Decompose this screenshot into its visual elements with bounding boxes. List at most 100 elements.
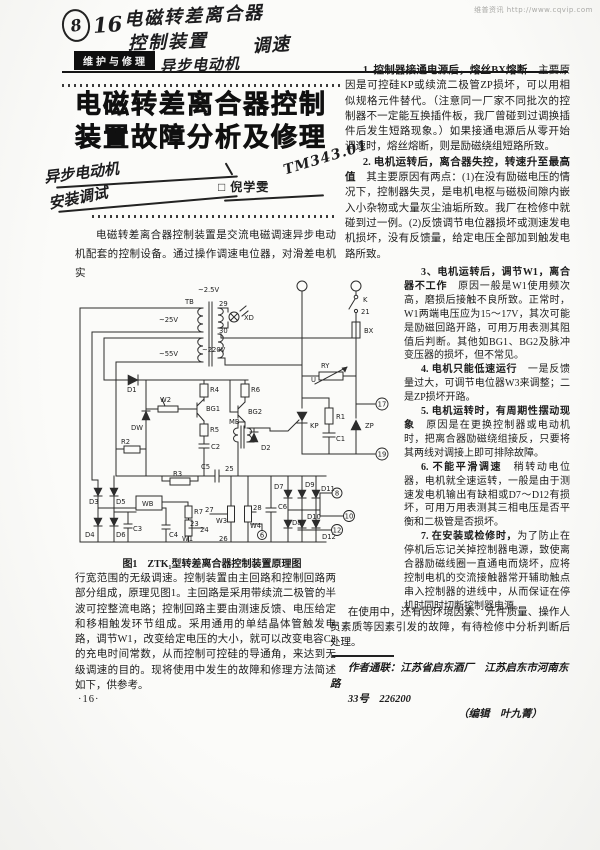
diagram-label: TB xyxy=(184,298,194,306)
fault-2-head: 2. 电机运转后，离合器失控，转速升至最高值 xyxy=(345,156,570,184)
diagram-label: D2 xyxy=(261,444,271,452)
title-line-2: 装置故障分析及修理 xyxy=(74,122,327,153)
diagram-terminal-label: 6 xyxy=(260,531,264,539)
handwritten-topic-2: 控制装置 xyxy=(127,30,209,55)
diagram-label: R2 xyxy=(121,438,130,446)
site-watermark: 维普资讯 http://www.cqvip.com xyxy=(474,6,593,14)
diagram-label: BX xyxy=(364,327,374,335)
fault-6-head: 6. 不能平滑调速 xyxy=(421,461,503,473)
footer-divider xyxy=(332,655,394,657)
fault-5-body: 原因是在更换控制器或电动机时，把离合器励磁绕组接反，只要将其两线对调接上即可排除… xyxy=(404,419,571,459)
diagram-label: KP xyxy=(310,422,319,430)
diagram-terminal-circle xyxy=(331,487,343,499)
diagram-label: 29 xyxy=(219,300,228,308)
fault-item-4: 4. 电机只能低速运行 一是反馈量过大，可调节电位器W3来调整；二是ZP损坏开路… xyxy=(404,363,570,405)
diagram-label: C4 xyxy=(169,531,178,539)
handwritten-circled-number: 8 xyxy=(59,6,93,45)
diagram-label: D10 xyxy=(307,513,321,521)
fault-7-body: 为了防止在停机后忘记关掉控制器电源，致使离合器励磁线圈一直通电而烧坏，应将控制电… xyxy=(404,531,571,612)
handwritten-issue-number: 16 xyxy=(92,11,124,38)
fault-5-head: 5. 电机运转时，有周期性摆动现象 xyxy=(404,406,570,431)
diagram-label: 25 xyxy=(225,465,234,473)
diagram-label: K xyxy=(363,296,368,304)
diagram-label: BG1 xyxy=(206,405,220,413)
fault-1-body: 主要原因是可控硅KP或续流二极管ZP损坏，可以用相似规格元件替代。（注意同一厂家… xyxy=(345,65,570,153)
title-line-1: 电磁转差离合器控制 xyxy=(74,89,327,120)
fault-3-body: 原因一般是W1使用频次高，磨损后接触不良所致。正常时，W1两端电压应为15～17… xyxy=(404,280,570,362)
diagram-label: R6 xyxy=(251,386,260,394)
fault-item-6: 6. 不能平滑调速 稍转动电位器，电机就全速运转，一般是由于测速发电机输出有缺相… xyxy=(404,461,570,531)
decorative-rule-top xyxy=(62,84,340,87)
fault-item-1: 1. 控制器接通电源后，熔丝BX熔断 主要原因是可控硅KP或续流二极管ZP损坏，… xyxy=(345,63,570,155)
fault-list-top: 1. 控制器接通电源后，熔丝BX熔断 主要原因是可控硅KP或续流二极管ZP损坏，… xyxy=(345,63,570,262)
diagram-terminal-label: 10 xyxy=(345,512,354,520)
fault-list-narrow: 3、电机运转后，调节W1，离合器不工作 原因一般是W1使用频次高，磨损后接触不良… xyxy=(404,266,570,614)
fault-6-body: 稍转动电位器，电机就全速运转，一般是由于测速发电机输出有缺相或D7～D12有损坏… xyxy=(404,461,571,529)
diagram-label: ZP xyxy=(365,422,374,430)
diagram-label: R5 xyxy=(210,426,219,434)
diagram-label: DW xyxy=(131,424,143,432)
diagram-label: D1 xyxy=(127,386,137,394)
circuit-diagram: TB~2.5V2930XD~25V~55V~220VK21BXRYUD1DWW2… xyxy=(79,280,389,543)
diagram-label: W2 xyxy=(160,396,171,404)
diagram-label: MB xyxy=(229,418,240,426)
fault-item-2: 2. 电机运转后，离合器失控，转速升至最高值 其主要原因有两点：(1)在没有励磁… xyxy=(345,155,570,262)
diagram-label: C1 xyxy=(336,435,345,443)
diagram-label: D6 xyxy=(116,531,126,539)
contact-line-2: 33号 226200 xyxy=(347,693,411,705)
author-byline: □ 倪学雯 xyxy=(218,180,270,194)
diagram-label: D11 xyxy=(321,485,335,493)
fault-item-7: 7. 在安装或检修时，为了防止在停机后忘记关掉控制器电源，致使离合器励磁线圈一直… xyxy=(404,530,570,613)
diagram-terminal-circle xyxy=(343,510,355,522)
article-title: 电磁转差离合器控制 装置故障分析及修理 xyxy=(62,88,340,154)
fault-item-3: 3、电机运转后，调节W1，离合器不工作 原因一般是W1使用频次高，磨损后接触不良… xyxy=(404,266,570,363)
diagram-label: R4 xyxy=(210,386,219,394)
diagram-label: 23 xyxy=(190,520,199,528)
diagram-label: 26 xyxy=(219,535,228,543)
handwritten-underline xyxy=(224,194,324,202)
diagram-label: D3 xyxy=(89,498,99,506)
diagram-label: ~25V xyxy=(159,316,178,324)
diagram-label: 27 xyxy=(205,506,214,514)
handwritten-topic-4: 异步电动机 xyxy=(159,54,241,76)
diagram-terminal-circle xyxy=(331,524,343,536)
diagram-label: R1 xyxy=(336,413,345,421)
editor-credit: （编辑 叶九菁） xyxy=(458,708,542,720)
diagram-label: XD xyxy=(244,314,254,322)
diagram-label: W3 xyxy=(216,517,227,525)
contact-line-1: 作者通联：江苏省启东酒厂 江苏启东市河南东路 xyxy=(330,662,569,690)
diagram-terminal-circle xyxy=(375,397,389,411)
diagram-label: ~220V xyxy=(202,346,226,354)
figure-caption: 图1 ZTK₁型转差离合器控制装置原理图 xyxy=(122,559,302,570)
diagram-label: 30 xyxy=(219,327,228,335)
fault-4-head: 4. 电机只能低速运行 xyxy=(421,364,518,376)
diagram-label: BG2 xyxy=(248,408,262,416)
body-paragraph: 行宽范围的无级调速。控制装置由主回路和控制回路两部分组成，原理见图1。主回路是采… xyxy=(75,573,336,692)
diagram-terminal-label: 19 xyxy=(378,450,387,458)
diagram-label: C5 xyxy=(201,463,210,471)
diagram-label: D8 xyxy=(292,519,302,527)
diagram-label: C2 xyxy=(211,443,220,451)
strike-mark xyxy=(224,162,234,176)
diagram-label: W1 xyxy=(182,535,193,543)
intro-paragraph: 电磁转差离合器控制装置是交流电磁调速异步电动机配套的控制设备。通过操作调速电位器… xyxy=(75,230,336,279)
fault-7-head: 7. 在安装或检修时， xyxy=(421,531,518,543)
fault-2-body: 其主要原因有两点：(1)在没有励磁电压的情况下，控制器失灵，是电机电枢与磁极间隙… xyxy=(345,172,570,260)
diagram-terminal-label: 12 xyxy=(333,526,342,534)
diagram-label: D7 xyxy=(274,483,284,491)
article-footer: 在使用中，还有因环境因素、元件质量、操作人员素质等因素引发的故障，有待检修中分析… xyxy=(330,606,570,722)
diagram-label: D12 xyxy=(322,533,336,541)
fault-4-body: 一是反馈量过大，可调节电位器W3来调整；二是ZP损坏开路。 xyxy=(404,364,571,404)
diagram-label: 24 xyxy=(200,526,209,534)
diagram-label: ~2.5V xyxy=(198,286,220,294)
diagram-label: R3 xyxy=(173,470,182,478)
fault-item-5: 5. 电机运转时，有周期性摆动现象 原因是在更换控制器或电动机时，把离合器励磁绕… xyxy=(404,405,570,461)
diagram-label: RY xyxy=(321,362,330,370)
diagram-label: R7 xyxy=(194,508,203,516)
fault-1-head: 1. 控制器接通电源后，熔丝BX熔断 xyxy=(362,65,528,76)
diagram-label: WB xyxy=(142,500,154,508)
diagram-terminal-label: 17 xyxy=(378,400,387,408)
diagram-label: 21 xyxy=(361,308,370,316)
section-banner: 维护与修理 xyxy=(74,51,155,70)
